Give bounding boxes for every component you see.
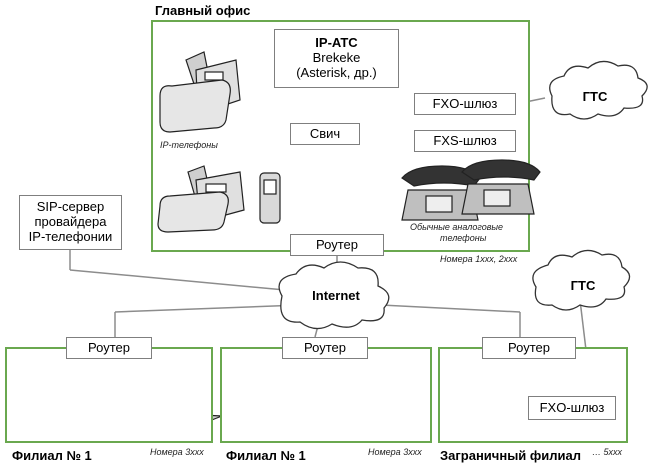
ip-phone-icon: [159, 51, 241, 133]
ip-pbx-line3: (Asterisk, др.): [296, 64, 377, 80]
branch1-router: Роутер: [66, 337, 152, 359]
foreign-fxo-label: FXO-шлюз: [539, 399, 605, 415]
sip-server-box: SIP-сервер провайдера IP-телефонии: [19, 195, 122, 250]
analog-phone-icon: [401, 165, 481, 221]
branch2-title: Филиал № 1: [226, 448, 306, 463]
pstn-right-label: ГТС: [570, 278, 596, 293]
main-office-title: Главный офис: [155, 3, 251, 18]
internet-label: Internet: [312, 288, 360, 303]
analog-phones-note-1: Обычные аналоговые: [410, 222, 504, 232]
fxs-gateway: FXS-шлюз: [414, 130, 516, 152]
switch-label: Свич: [309, 125, 341, 141]
fxo-gateway-main-label: FXO-шлюз: [432, 95, 498, 111]
ip-phones-note: IP-телефоны: [160, 140, 218, 150]
fxs-gateway-label: FXS-шлюз: [433, 132, 497, 148]
branch1-zone: [5, 347, 213, 443]
ip-pbx-title: IP-ATC: [315, 35, 358, 51]
foreign-branch-zone: [438, 347, 628, 443]
pstn-top-label: ГТС: [582, 89, 608, 104]
branch2-router: Роутер: [282, 337, 368, 359]
main-router-label: Роутер: [316, 236, 358, 252]
branch1-numbers-note: Номера 3ххх: [150, 447, 204, 457]
foreign-branch-title: Заграничный филиал: [440, 448, 582, 463]
branch2-zone: [220, 347, 432, 443]
foreign-numbers-note: … 5ххх: [592, 447, 623, 457]
fxo-gateway-main: FXO-шлюз: [414, 93, 516, 115]
branch1-title: Филиал № 1: [12, 448, 92, 463]
analog-phones-note-2: телефоны: [440, 233, 487, 243]
branch2-numbers-note: Номера 3ххх: [368, 447, 422, 457]
foreign-router-label: Роутер: [508, 339, 550, 355]
sip-line2: провайдера: [34, 214, 107, 230]
analog-phone-icon: [461, 159, 541, 215]
ip-phone-icon: [157, 165, 245, 233]
mobile-phone-icon: [259, 172, 281, 224]
ip-pbx-line2: Brekeke: [312, 50, 361, 66]
foreign-fxo-gateway: FXO-шлюз: [528, 396, 616, 420]
switch-box: Свич: [290, 123, 360, 145]
sip-line3: IP-телефонии: [28, 228, 113, 244]
branch1-router-label: Роутер: [88, 339, 130, 355]
foreign-router: Роутер: [482, 337, 576, 359]
sip-line1: SIP-сервер: [36, 199, 105, 215]
main-router: Роутер: [290, 234, 384, 256]
main-numbers-note: Номера 1ххх, 2ххх: [440, 254, 518, 264]
ip-pbx-box: IP-ATC Brekeke (Asterisk, др.): [274, 29, 399, 88]
branch2-router-label: Роутер: [304, 339, 346, 355]
